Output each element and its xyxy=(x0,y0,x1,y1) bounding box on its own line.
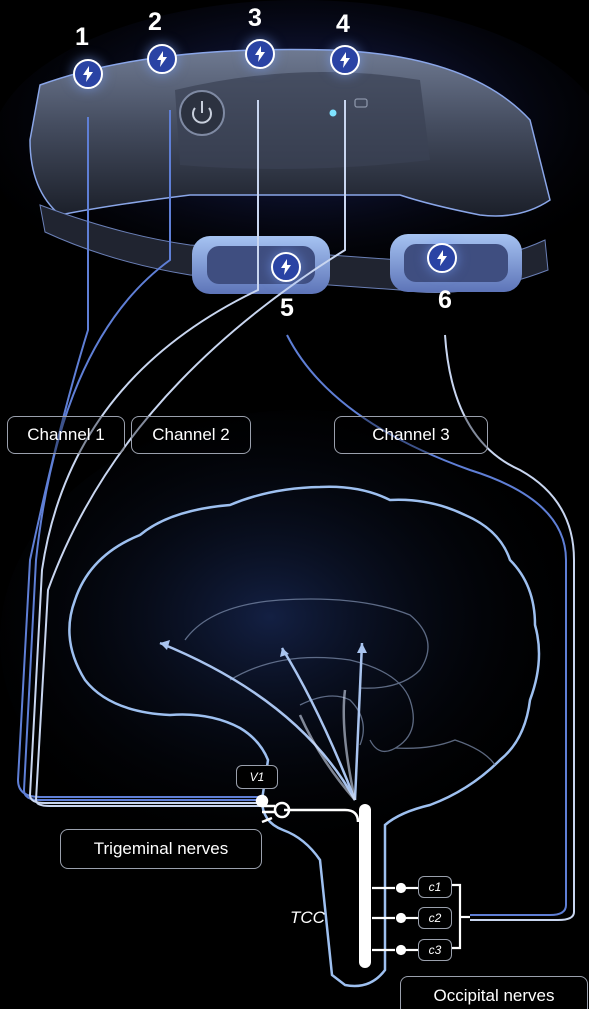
lightning-bolt-icon xyxy=(156,51,168,67)
lightning-bolt-icon xyxy=(82,66,94,82)
lightning-bolt-icon xyxy=(339,52,351,68)
electrode-3-number: 3 xyxy=(240,4,270,33)
channel-1-label: Channel 1 xyxy=(7,416,125,454)
status-led xyxy=(330,110,337,117)
channel-3-label: Channel 3 xyxy=(334,416,488,454)
electrode-2-number: 2 xyxy=(140,8,170,37)
c3-label: c3 xyxy=(418,939,452,961)
electrode-1-number: 1 xyxy=(67,23,97,52)
electrode-1-bolt xyxy=(73,59,103,89)
electrode-4-bolt xyxy=(330,45,360,75)
lightning-bolt-icon xyxy=(436,250,448,266)
channel-2-label: Channel 2 xyxy=(131,416,251,454)
lightning-bolt-icon xyxy=(280,259,292,275)
v1-label: V1 xyxy=(236,765,278,789)
electrode-2-bolt xyxy=(147,44,177,74)
electrode-6-bolt xyxy=(427,243,457,273)
tcc-label: TCC xyxy=(290,908,325,928)
electrode-6-number: 6 xyxy=(430,286,460,315)
c1-label: c1 xyxy=(418,876,452,898)
occipital-nerves-label: Occipital nerves xyxy=(400,976,588,1009)
electrode-5-number: 5 xyxy=(272,294,302,323)
electrode-5-bolt xyxy=(271,252,301,282)
electrode-4-number: 4 xyxy=(328,10,358,39)
electrode-3-bolt xyxy=(245,39,275,69)
c2-label: c2 xyxy=(418,907,452,929)
lightning-bolt-icon xyxy=(254,46,266,62)
trigeminal-nerves-label: Trigeminal nerves xyxy=(60,829,262,869)
